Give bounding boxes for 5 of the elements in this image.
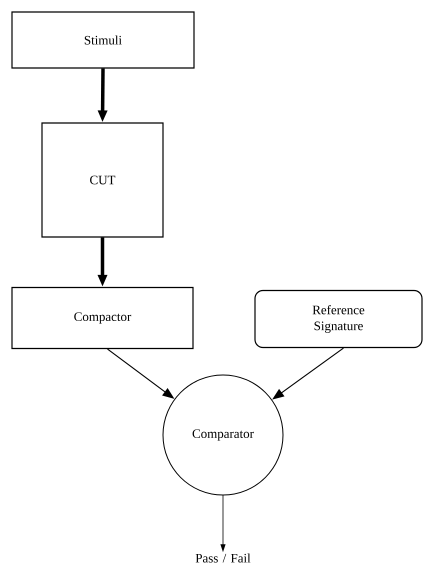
signature-box: Reference Signature — [254, 290, 423, 348]
process-box: CUT — [41, 122, 164, 238]
process-box: Compactor — [11, 286, 194, 350]
process-box: Stimuli — [11, 11, 195, 69]
output-label: Pass / Fail — [196, 553, 250, 563]
